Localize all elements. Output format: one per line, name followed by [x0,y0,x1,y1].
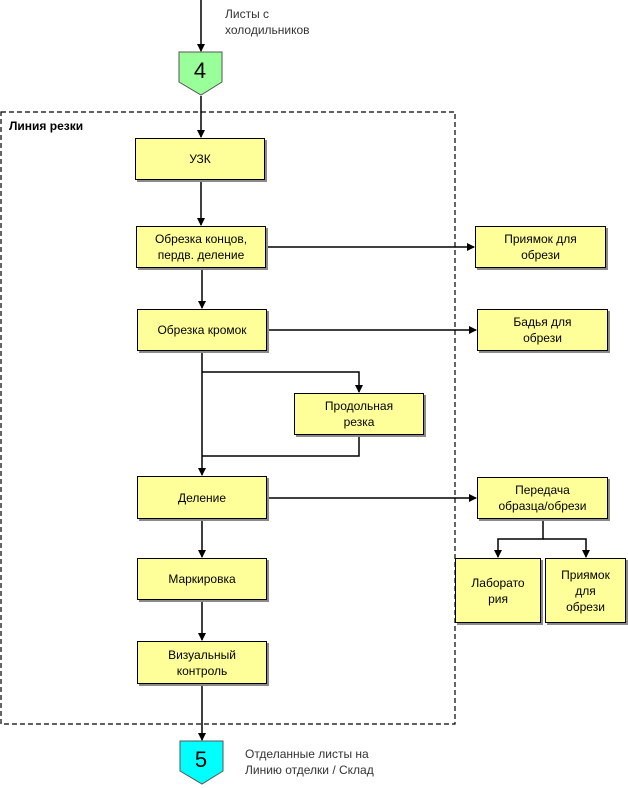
end-trim-box: Обрезка концов, пердв. деление [136,226,266,268]
connector-5-label: 5 [194,747,208,772]
scrap-tub-box: Бадья для обрези [477,309,608,351]
group-label: Линия резки [9,119,84,133]
scrap-tub-label: Бадья для обрези [513,315,572,345]
laboratory-label: Лаборато рия [471,575,525,606]
visual-control-label: Визуальный контроль [168,647,236,678]
group-boundary [0,111,456,725]
scrap-receiver-1-label: Приямок для обрези [504,232,577,262]
visual-control-box: Визуальный контроль [137,641,267,684]
sample-transfer-label: Передача образца/обрези [498,483,587,513]
sample-transfer-box: Передача образца/обрези [477,477,608,519]
output-note: Отделанные листы на Линию отделки / Скла… [245,747,374,777]
slitting-label: Продольная резка [324,399,394,429]
uzk-label: УЗК [189,152,211,166]
edge-trim-box: Обрезка кромок [137,309,267,351]
scrap-receiver-2-label: Приямок для обрези [561,567,610,614]
division-box: Деление [137,476,267,519]
edge-trim-label: Обрезка кромок [157,323,247,337]
uzk-box: УЗК [135,138,265,180]
laboratory-box: Лаборато рия [455,558,541,623]
division-label: Деление [177,490,227,505]
connector-4-shape [178,51,223,96]
end-trim-label: Обрезка концов, пердв. деление [154,232,248,262]
marking-box: Маркировка [137,558,267,600]
connector-4-label: 4 [193,58,207,83]
slitting-box: Продольная резка [294,393,424,435]
scrap-receiver-2-box: Приямок для обрези [545,558,626,623]
input-note: Листы с холодильников [225,7,310,37]
scrap-receiver-1-box: Приямок для обрези [475,226,606,268]
marking-label: Маркировка [168,572,236,586]
connector-5-shape [179,740,224,785]
